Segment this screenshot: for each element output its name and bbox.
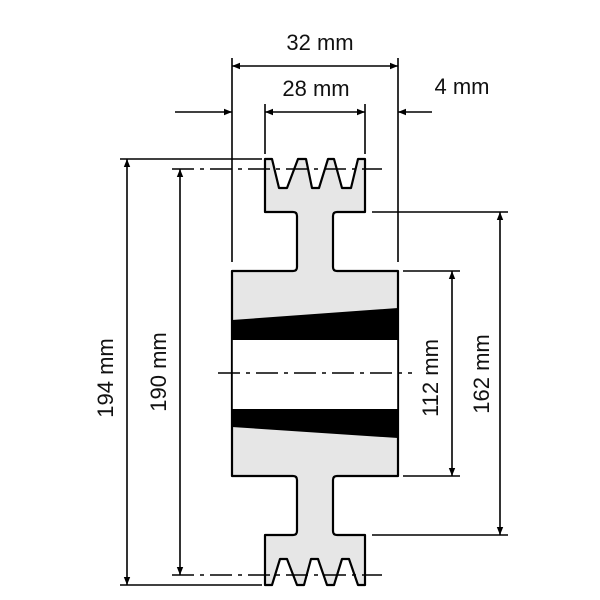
extension-lines	[120, 58, 508, 586]
label-rim-width: 28 mm	[282, 76, 349, 101]
label-offset: 4 mm	[435, 74, 490, 99]
dimension-lines	[123, 62, 504, 585]
label-outer-diameter: 194 mm	[93, 338, 118, 417]
keyway-band-bottom	[232, 409, 398, 438]
label-pitch-diameter: 190 mm	[146, 332, 171, 411]
pulley-body	[218, 157, 412, 587]
keyway-band-top	[232, 308, 398, 340]
bore	[232, 340, 398, 409]
label-overall-width: 32 mm	[286, 30, 353, 55]
label-hub-diameter: 112 mm	[418, 339, 443, 417]
label-web-diameter: 162 mm	[469, 334, 494, 413]
